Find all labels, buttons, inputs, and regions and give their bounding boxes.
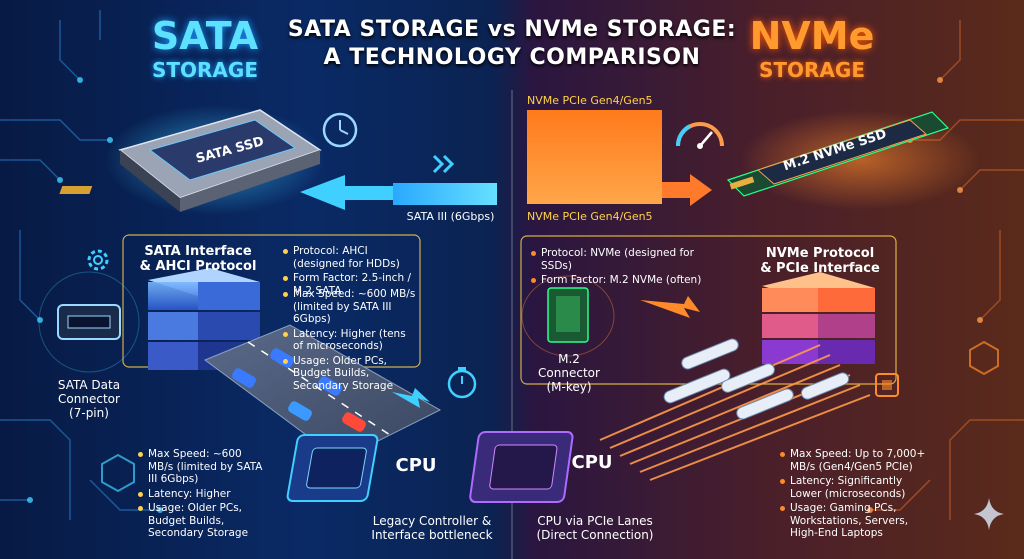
list-item: Usage: Older PCs, Budget Builds, Seconda… — [283, 355, 416, 393]
connector-line-2: Connector — [58, 392, 120, 406]
nvme-interface-label-bottom: NVMe PCIe Gen4/Gen5 — [527, 210, 653, 223]
sata-specs-mid: Max Speed: ~600 MB/s (limited by SATA II… — [283, 288, 416, 394]
fast-forward-icon — [432, 154, 455, 174]
nvme-specs-bottom: Max Speed: Up to 7,000+ MB/s (Gen4/Gen5 … — [780, 448, 930, 542]
clock-icon — [322, 112, 358, 148]
sata-caption-line-2: Interface bottleneck — [371, 528, 493, 542]
connector-line-3: (M-key) — [546, 380, 592, 394]
list-item: Usage: Older PCs, Budget Builds, Seconda… — [138, 502, 266, 540]
nvme-cpu-chip-text: CPU — [571, 452, 613, 473]
list-item: Max Speed: Up to 7,000+ MB/s (Gen4/Gen5 … — [780, 448, 930, 473]
gear-icon — [87, 249, 109, 271]
page-title: SATA STORAGE vs NVMe STORAGE: A TECHNOLO… — [262, 16, 762, 72]
title-line-2: A TECHNOLOGY COMPARISON — [323, 45, 701, 70]
list-item: Form Factor: 2.5-inch / M.2 SATA — [283, 272, 418, 297]
sata-heading-line-2: & AHCI Protocol — [139, 259, 257, 274]
list-item: Form Factor: M.2 NVMe (often) — [531, 274, 721, 287]
list-item: Usage: Gaming PCs, Workstations, Servers… — [780, 502, 930, 540]
title-line-1: SATA STORAGE vs NVMe STORAGE: — [287, 17, 737, 42]
connector-line-2: Connector — [538, 366, 600, 380]
sparkle-icon — [974, 498, 1004, 530]
list-item: Latency: Higher (tens of microseconds) — [283, 328, 416, 353]
sata-interface-label: SATA III (6Gbps) — [406, 210, 495, 223]
nvme-brand-subtitle: STORAGE — [758, 58, 865, 82]
nvme-panel-heading: NVMe Protocol & PCIe Interface — [750, 246, 890, 276]
sata-cpu-chip-text: CPU — [395, 455, 437, 476]
nvme-heading-line-2: & PCIe Interface — [760, 261, 880, 276]
connector-line-1: M.2 — [558, 352, 580, 366]
sata-specs-top: Protocol: AHCI (designed for HDDs) Form … — [283, 245, 418, 299]
nvme-specs-top: Protocol: NVMe (designed for SSDs) Form … — [531, 247, 721, 289]
sata-panel-heading: SATA Interface & AHCI Protocol — [128, 244, 268, 274]
sata-specs-bottom: Max Speed: ~600 MB/s (limited by SATA II… — [138, 448, 266, 542]
speedometer-icon — [675, 122, 724, 149]
sata-caption-line-1: Legacy Controller & — [372, 514, 492, 528]
list-item: Max Speed: ~600 MB/s (limited by SATA II… — [138, 448, 266, 486]
connector-line-3: (7-pin) — [69, 406, 109, 420]
chip-icon — [875, 373, 899, 397]
nvme-caption-line-1: CPU via PCIe Lanes — [537, 514, 653, 528]
sata-brand-subtitle: STORAGE — [151, 58, 258, 82]
nvme-caption-line-2: (Direct Connection) — [536, 528, 654, 542]
sata-cpu-caption: Legacy Controller & Interface bottleneck — [362, 514, 502, 542]
road-cars — [232, 348, 366, 432]
list-item: Protocol: NVMe (designed for SSDs) — [531, 247, 721, 272]
sata-heading-line-1: SATA Interface — [144, 244, 252, 259]
list-item: Latency: Significantly Lower (microsecon… — [780, 475, 930, 500]
list-item: Latency: Higher — [138, 488, 266, 501]
sata-connector-label: SATA Data Connector (7-pin) — [42, 378, 136, 420]
list-item: Protocol: AHCI (designed for HDDs) — [283, 245, 418, 270]
nvme-brand-title: NVMe — [749, 14, 875, 58]
nvme-cpu-caption: CPU via PCIe Lanes (Direct Connection) — [520, 514, 670, 542]
connector-line-1: SATA Data — [57, 378, 121, 392]
stopwatch-icon — [447, 367, 477, 399]
nvme-interface-label-top: NVMe PCIe Gen4/Gen5 — [527, 94, 653, 107]
list-item: Max Speed: ~600 MB/s (limited by SATA II… — [283, 288, 416, 326]
sata-brand-title: SATA — [151, 14, 259, 58]
nvme-connector-label: M.2 Connector (M-key) — [530, 352, 608, 394]
nvme-heading-line-1: NVMe Protocol — [765, 246, 875, 261]
pcie-trains — [663, 338, 850, 420]
